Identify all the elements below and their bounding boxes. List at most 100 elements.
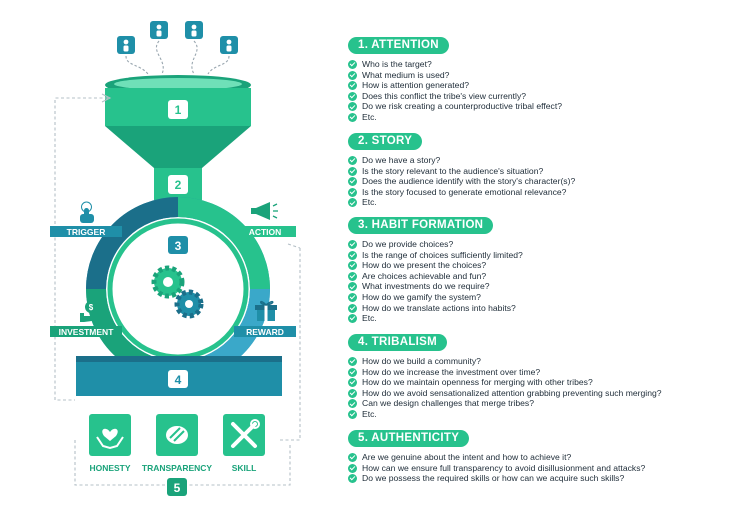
list-item: Is the range of choices sufficiently lim… — [348, 250, 523, 261]
svg-text:$: $ — [89, 303, 94, 312]
check-icon — [348, 177, 357, 187]
investment-label-bar: INVESTMENT — [50, 326, 122, 337]
list-item: Is the story focused to generate emotion… — [348, 187, 575, 198]
question-list: How do we build a community? How do we i… — [348, 356, 662, 420]
person-icon — [185, 21, 203, 39]
list-item: Do we provide choices? — [348, 239, 523, 250]
person-icon — [150, 21, 168, 39]
list-item: How is attention generated? — [348, 80, 562, 91]
investment-label: INVESTMENT — [59, 327, 115, 337]
feedback-loop-lines — [54, 93, 301, 486]
funnel-number: 1 — [175, 103, 182, 117]
check-icon — [348, 261, 357, 271]
list-item: Can we design challenges that merge trib… — [348, 398, 662, 409]
list-item: How do we build a community? — [348, 356, 662, 367]
transparency-tile: TRANSPARENCY — [142, 414, 213, 473]
check-icon — [348, 112, 357, 122]
check-icon — [348, 271, 357, 281]
list-item: Etc. — [348, 313, 523, 324]
list-item: How do we present the choices? — [348, 260, 523, 271]
list-item: Etc. — [348, 197, 575, 208]
check-icon — [348, 314, 357, 324]
reward-label-bar: REWARD — [234, 326, 296, 337]
check-icon — [348, 70, 357, 80]
honesty-tile: HONESTY — [89, 414, 131, 473]
check-icon — [348, 388, 357, 398]
check-icon — [348, 81, 357, 91]
base-block: 4 — [76, 356, 282, 396]
list-item: Who is the target? — [348, 59, 562, 70]
check-icon — [348, 357, 357, 366]
glass-icon — [166, 426, 188, 444]
check-icon — [348, 102, 357, 112]
person-icon — [117, 36, 135, 54]
money-hand-icon: $ — [80, 301, 100, 322]
check-icon — [348, 60, 357, 69]
list-item: How can we ensure full transparency to a… — [348, 463, 645, 474]
check-icon — [348, 292, 357, 302]
action-label: ACTION — [249, 227, 282, 237]
bottom-number-box: 5 — [167, 478, 187, 496]
list-item: Does this conflict the tribe's view curr… — [348, 91, 562, 102]
skill-tile: SKILL — [223, 414, 265, 473]
check-icon — [348, 399, 357, 409]
neck-number: 2 — [175, 178, 182, 192]
tools-icon — [231, 419, 260, 448]
list-item: How do we increase the investment over t… — [348, 367, 662, 378]
honesty-label: HONESTY — [89, 463, 130, 473]
check-icon — [348, 198, 357, 208]
check-icon — [348, 378, 357, 388]
reward-label: REWARD — [246, 327, 284, 337]
question-list: Do we provide choices? Is the range of c… — [348, 239, 523, 324]
check-icon — [348, 474, 357, 484]
section-title: 2. STORY — [348, 133, 423, 150]
check-icon — [348, 166, 357, 176]
section-title: 1. ATTENTION — [348, 37, 449, 54]
list-item: Etc. — [348, 409, 662, 420]
trigger-label: TRIGGER — [67, 227, 106, 237]
hand-pointer-icon — [80, 201, 94, 223]
list-item: How do we avoid sensationalized attentio… — [348, 388, 662, 399]
list-item: Do we risk creating a counterproductive … — [348, 101, 562, 112]
circle-number: 3 — [175, 239, 182, 253]
list-item: Do we have a story? — [348, 155, 575, 166]
list-item: Are we genuine about the intent and how … — [348, 452, 645, 463]
check-icon — [348, 250, 357, 260]
check-icon — [348, 282, 357, 292]
list-item: Etc. — [348, 112, 562, 123]
action-label-bar: ACTION — [234, 226, 296, 237]
trigger-label-bar: TRIGGER — [50, 226, 122, 237]
list-item: How do we translate actions into habits? — [348, 303, 523, 314]
section-title: 5. AUTHENTICITY — [348, 430, 470, 447]
check-icon — [348, 453, 357, 462]
transparency-label: TRANSPARENCY — [142, 463, 213, 473]
base-number: 4 — [175, 373, 182, 387]
check-icon — [348, 409, 357, 419]
question-list: Do we have a story? Is the story relevan… — [348, 155, 575, 208]
person-icons-group — [117, 21, 238, 75]
funnel-diagram: 1 2 3 TRIGGER ACTION — [50, 21, 301, 496]
skill-label: SKILL — [232, 463, 257, 473]
question-list: Who is the target? What medium is used? … — [348, 59, 562, 123]
check-icon — [348, 367, 357, 377]
person-icon — [220, 36, 238, 54]
gears-icon — [151, 265, 204, 319]
question-list: Are we genuine about the intent and how … — [348, 452, 645, 484]
check-icon — [348, 156, 357, 165]
funnel: 1 2 — [105, 75, 251, 200]
check-icon — [348, 303, 357, 313]
gift-icon — [255, 300, 277, 321]
list-item: How do we maintain openness for merging … — [348, 377, 662, 388]
heart-hands-icon — [96, 428, 124, 450]
list-item: Are choices achievable and fun? — [348, 271, 523, 282]
list-item: Is the story relevant to the audience's … — [348, 166, 575, 177]
list-item: Does the audience identify with the stor… — [348, 176, 575, 187]
list-item: How do we gamify the system? — [348, 292, 523, 303]
list-item: Do we possess the required skills or how… — [348, 473, 645, 484]
check-icon — [348, 463, 357, 473]
bottom-number: 5 — [174, 481, 181, 495]
list-item: What investments do we require? — [348, 281, 523, 292]
megaphone-icon — [251, 202, 278, 220]
check-icon — [348, 187, 357, 197]
section-title: 4. TRIBALISM — [348, 334, 447, 351]
